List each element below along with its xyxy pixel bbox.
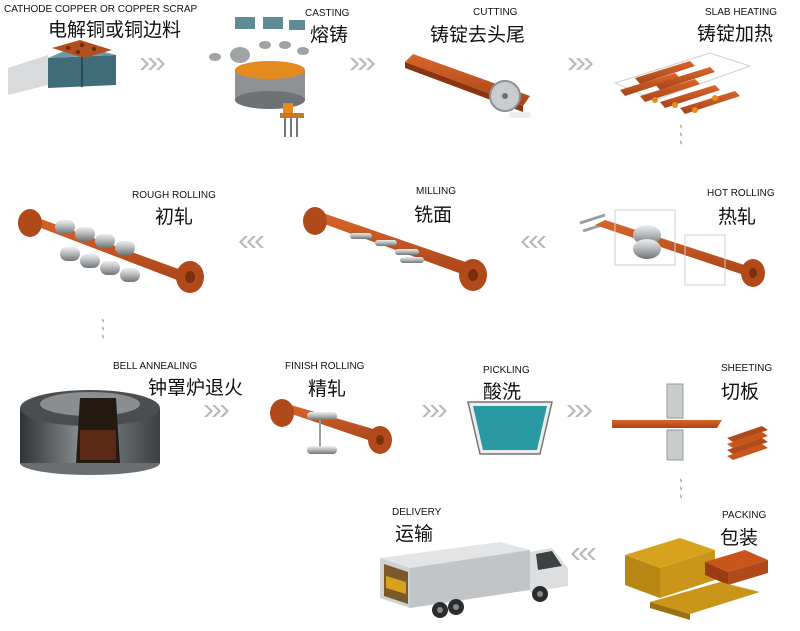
step-label-zh: 铸锭去头尾 [430,24,526,46]
step-label-en: MILLING [416,186,457,197]
pickling-tank-illustration [467,401,553,455]
step-label-en: PICKLING [483,365,530,376]
packing-pallets-illustration [625,538,768,620]
sheeting-shear-illustration [612,383,768,461]
step-label-en: DELIVERY [392,507,442,518]
step-label-zh: 电解铜或铜边料 [48,19,182,41]
delivery-truck-illustration [380,542,568,618]
hot-rolling-mill-illustration [579,209,765,287]
flow-arrow-right [567,405,597,424]
milling-line-illustration [303,207,487,291]
step-label-zh: 铣面 [414,204,453,226]
flow-arrow-right [140,58,170,77]
rough-rolling-mill-illustration [18,209,204,293]
ingot-cutting-illustration [405,54,531,118]
casting-furnace-illustration [209,17,309,137]
finish-rolling-mill-illustration [270,399,392,454]
step-label-zh: 钟罩炉退火 [148,377,244,399]
flow-arrow-left [568,548,598,567]
step-label-en: SLAB HEATING [705,7,778,18]
copper-cathode-bundle-illustration [8,40,116,95]
step-label-en: SHEETING [721,363,773,374]
flow-arrow-down [668,124,692,157]
flow-arrow-left [518,236,548,255]
step-label-en: HOT ROLLING [707,188,775,199]
slab-heating-furnace-illustration [613,52,752,114]
bell-annealing-furnace-illustration [20,390,160,475]
step-label-zh: 运输 [395,523,434,545]
step-label-en: CUTTING [473,7,518,18]
flow-arrow-down [668,478,692,511]
step-label-en: CASTING [305,8,350,19]
step-label-en: CATHODE COPPER OR COPPER SCRAP [4,4,198,15]
step-label-zh: 精轧 [308,378,347,400]
step-label-zh: 初轧 [155,206,194,228]
flow-arrow-right [350,58,380,77]
flow-arrow-right [422,405,452,424]
step-label-en: FINISH ROLLING [285,361,365,372]
step-label-zh: 酸洗 [483,381,522,403]
step-label-en: BELL ANNEALING [113,361,198,372]
step-label-zh: 热轧 [718,206,757,228]
flow-arrow-left [236,236,266,255]
flow-arrow-down [90,318,114,351]
step-label-en: PACKING [722,510,767,521]
flow-arrow-right [568,58,598,77]
step-label-zh: 包装 [720,527,759,549]
step-label-zh: 熔铸 [310,24,349,46]
step-label-zh: 铸锭加热 [697,23,774,45]
step-label-en: ROUGH ROLLING [132,190,216,201]
step-label-zh: 切板 [721,381,760,403]
flow-arrow-right [204,405,234,424]
